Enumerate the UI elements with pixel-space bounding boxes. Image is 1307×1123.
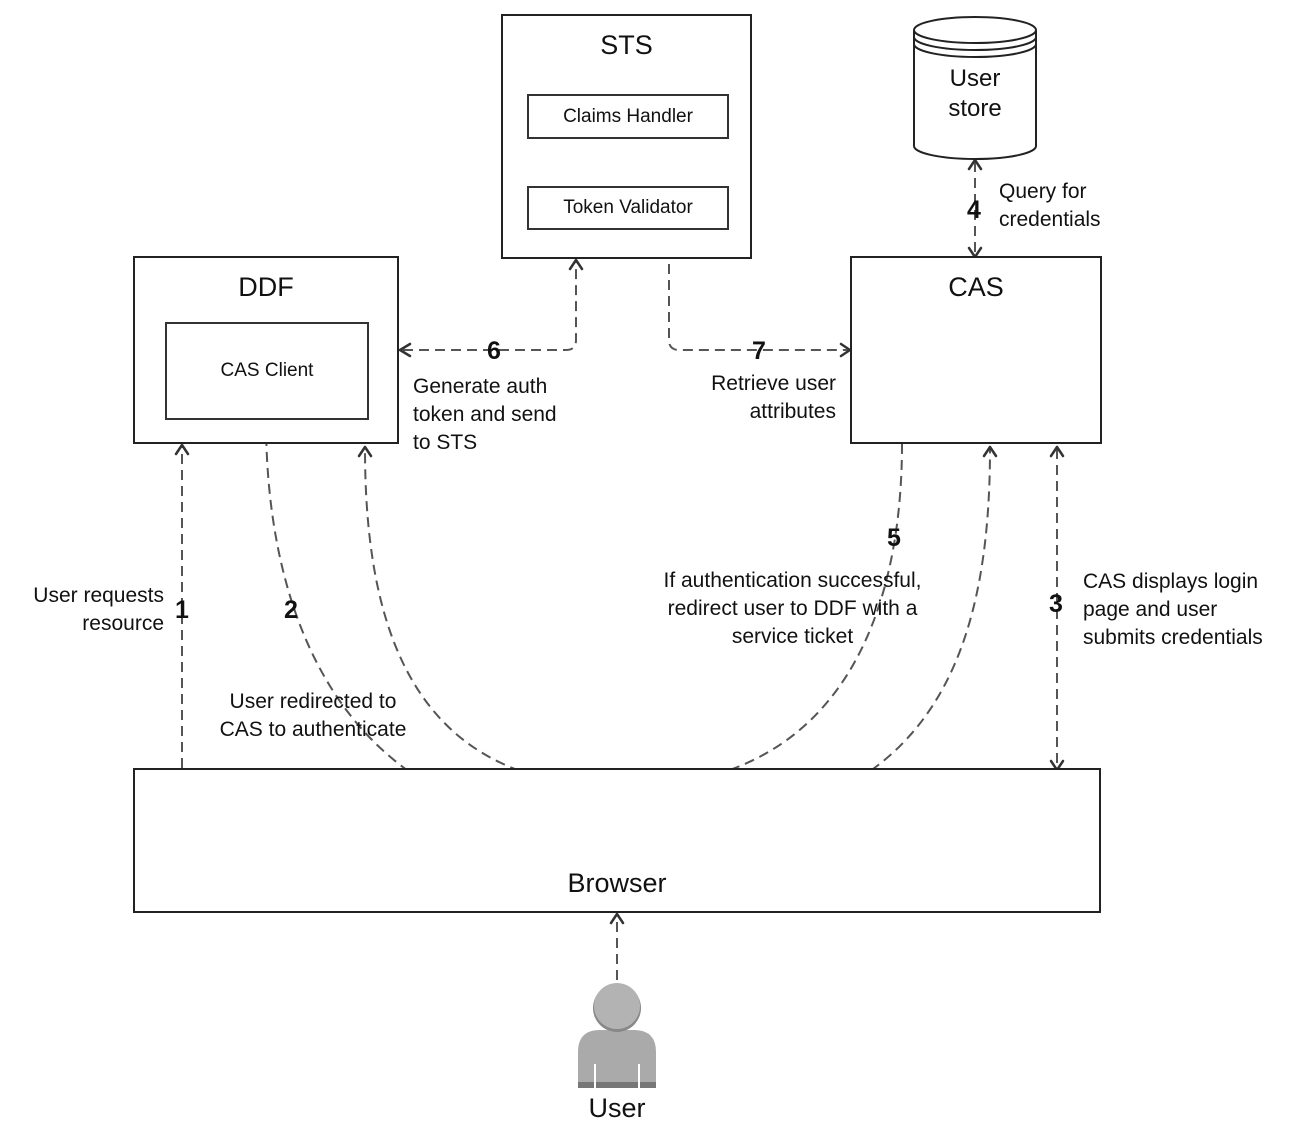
browser-title: Browser [567,868,667,898]
step-1-number: 1 [175,596,189,624]
step-7-label: Retrieve user attributes [711,372,836,423]
step-4-label: Query for credentials [999,180,1101,231]
user-icon [578,983,656,1088]
cas-title: CAS [948,272,1004,302]
step-7-number: 7 [752,337,766,365]
step-1-label: User requests resource [33,584,164,635]
cas-client-box: CAS Client [165,322,369,420]
step-6-label: Generate auth token and send to STS [413,375,557,454]
ddf-title: DDF [238,272,294,302]
token-validator-box: Token Validator [527,186,729,230]
edge-6 [403,262,577,351]
step-6-number: 6 [487,337,501,365]
step-5-label: If authentication successful, redirect u… [663,569,922,648]
ddf-box: DDF CAS Client [133,256,399,444]
claims-handler-box: Claims Handler [527,94,729,139]
step-5-number: 5 [887,524,901,552]
user-store-label: User store [948,65,1002,122]
browser-box: Browser [133,768,1101,913]
step-2-label: User redirected to CAS to authenticate [219,690,407,741]
step-4-number: 4 [967,196,981,224]
user-label: User [588,1093,646,1123]
step-3-number: 3 [1049,590,1063,618]
step-3-label: CAS displays login page and user submits… [1083,570,1263,649]
step-2-number: 2 [284,596,298,624]
edge-7 [668,232,848,351]
cas-box: CAS [850,256,1102,444]
user-store-cylinder [913,16,1037,160]
sts-box: STS Claims Handler Token Validator [501,14,752,259]
sts-title: STS [600,30,653,60]
